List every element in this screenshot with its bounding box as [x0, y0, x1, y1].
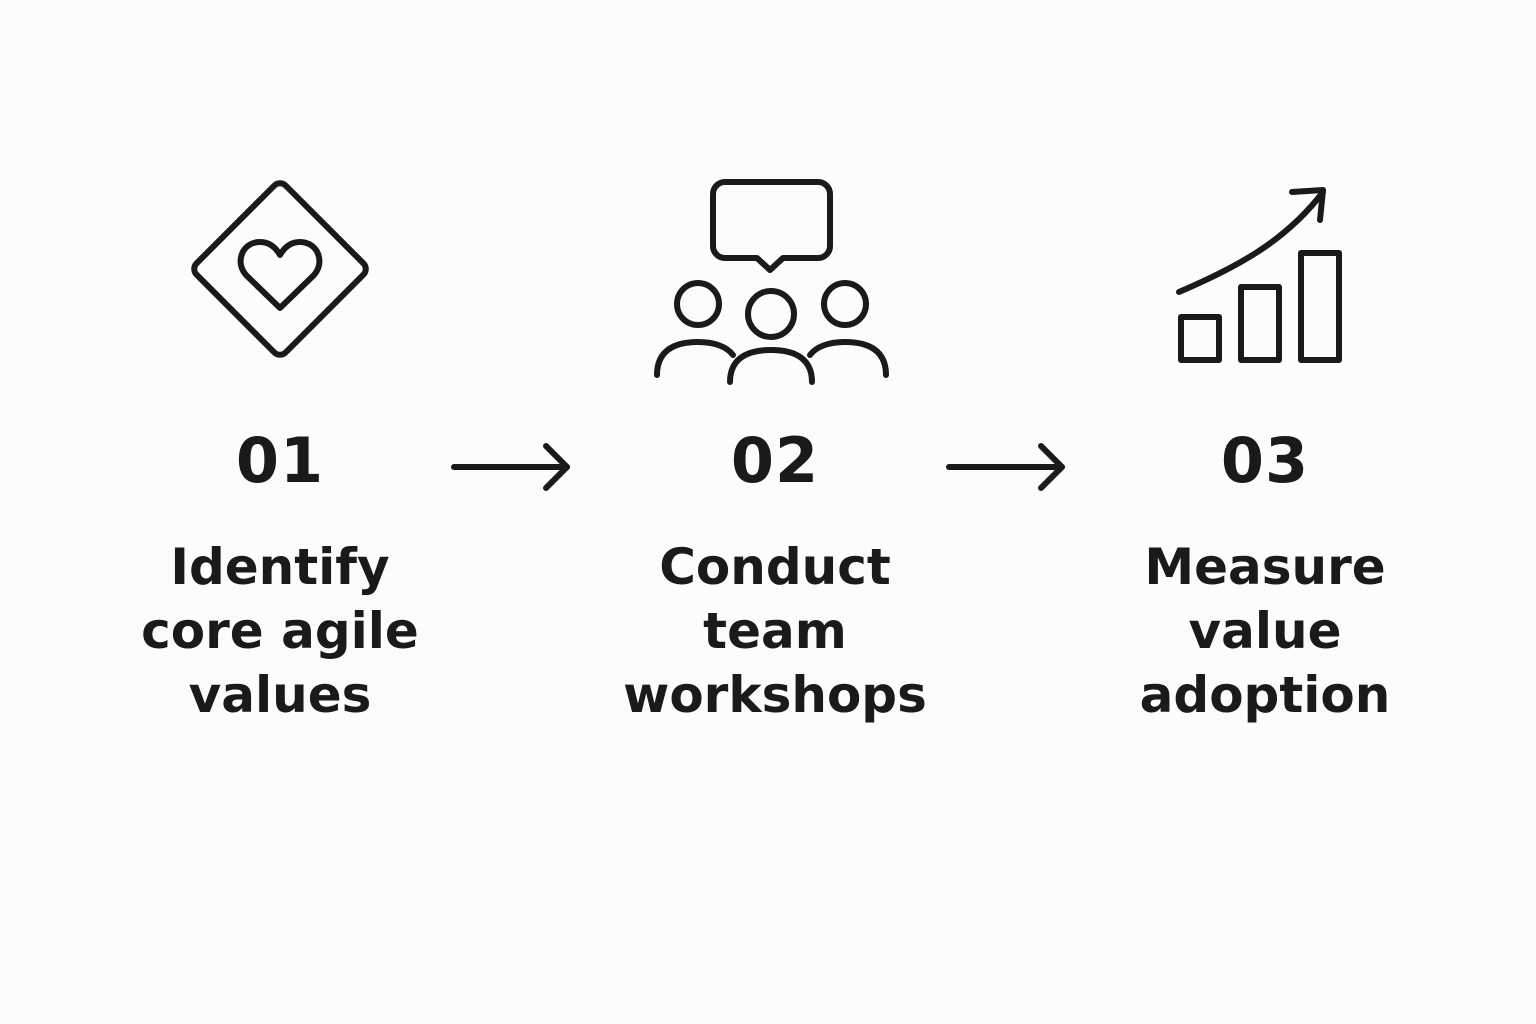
step-label-line: adoption: [1139, 666, 1391, 724]
growth-chart-icon: [1085, 170, 1445, 400]
step-label-line: workshops: [623, 666, 927, 724]
step-label-line: Identify: [170, 538, 390, 596]
right-arrow-icon: [945, 440, 1070, 498]
step-label: Identify core agile values: [100, 535, 460, 727]
step-number: 03: [1220, 424, 1310, 497]
heart-diamond-icon: [100, 170, 460, 400]
step-number: 02: [730, 424, 820, 497]
right-arrow-icon: [450, 440, 575, 498]
step-label-line: value: [1188, 602, 1342, 660]
step-label-line: values: [188, 666, 372, 724]
step-label: Measure value adoption: [1085, 535, 1445, 727]
step-label-line: team: [703, 602, 847, 660]
step-label-line: Conduct: [659, 538, 891, 596]
step-label: Conduct team workshops: [595, 535, 955, 727]
step-label-line: core agile: [141, 602, 419, 660]
step-label-line: Measure: [1144, 538, 1386, 596]
step-number: 01: [235, 424, 325, 497]
team-chat-icon: [595, 170, 955, 400]
